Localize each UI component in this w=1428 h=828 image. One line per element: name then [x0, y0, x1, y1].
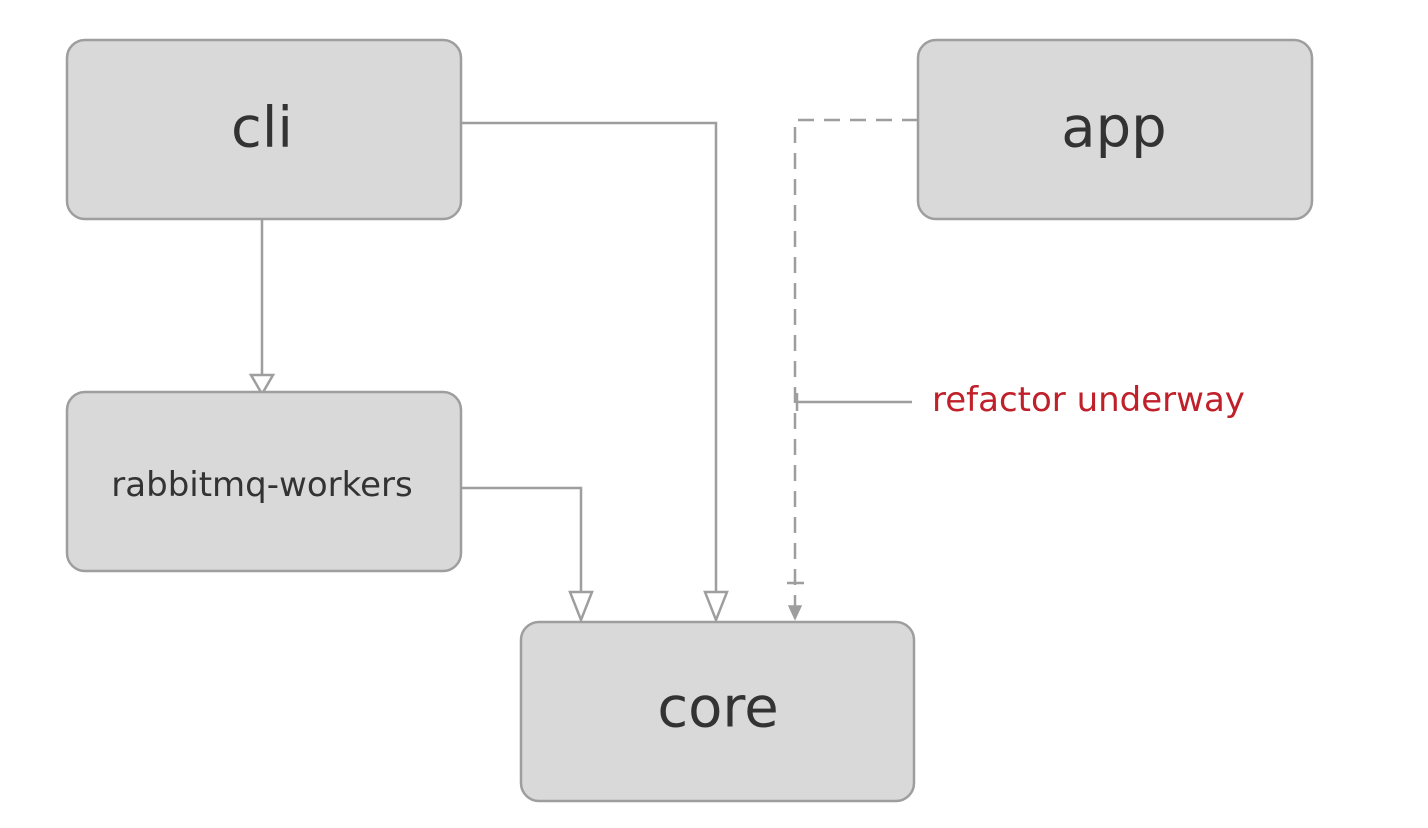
node-cli[interactable]: cli: [65, 38, 463, 221]
node-core[interactable]: core: [519, 620, 916, 803]
node-rabbitmq-workers[interactable]: rabbitmq-workers: [65, 390, 463, 573]
annotation-text: refactor underway: [932, 380, 1245, 420]
node-app-label: app: [1061, 96, 1166, 161]
edge-cli-to-core: [459, 121, 729, 624]
refactor-annotation: refactor underway: [795, 380, 1245, 420]
node-app[interactable]: app: [916, 38, 1314, 221]
node-rabbitmq-workers-label: rabbitmq-workers: [111, 465, 412, 505]
edge-app-to-core-dashed: [787, 118, 918, 621]
edge-cli-to-rabbitmq-workers: [248, 219, 276, 397]
node-core-label: core: [657, 676, 778, 741]
edge-rabbitmq-workers-to-core: [462, 486, 594, 624]
node-cli-label: cli: [231, 96, 293, 161]
